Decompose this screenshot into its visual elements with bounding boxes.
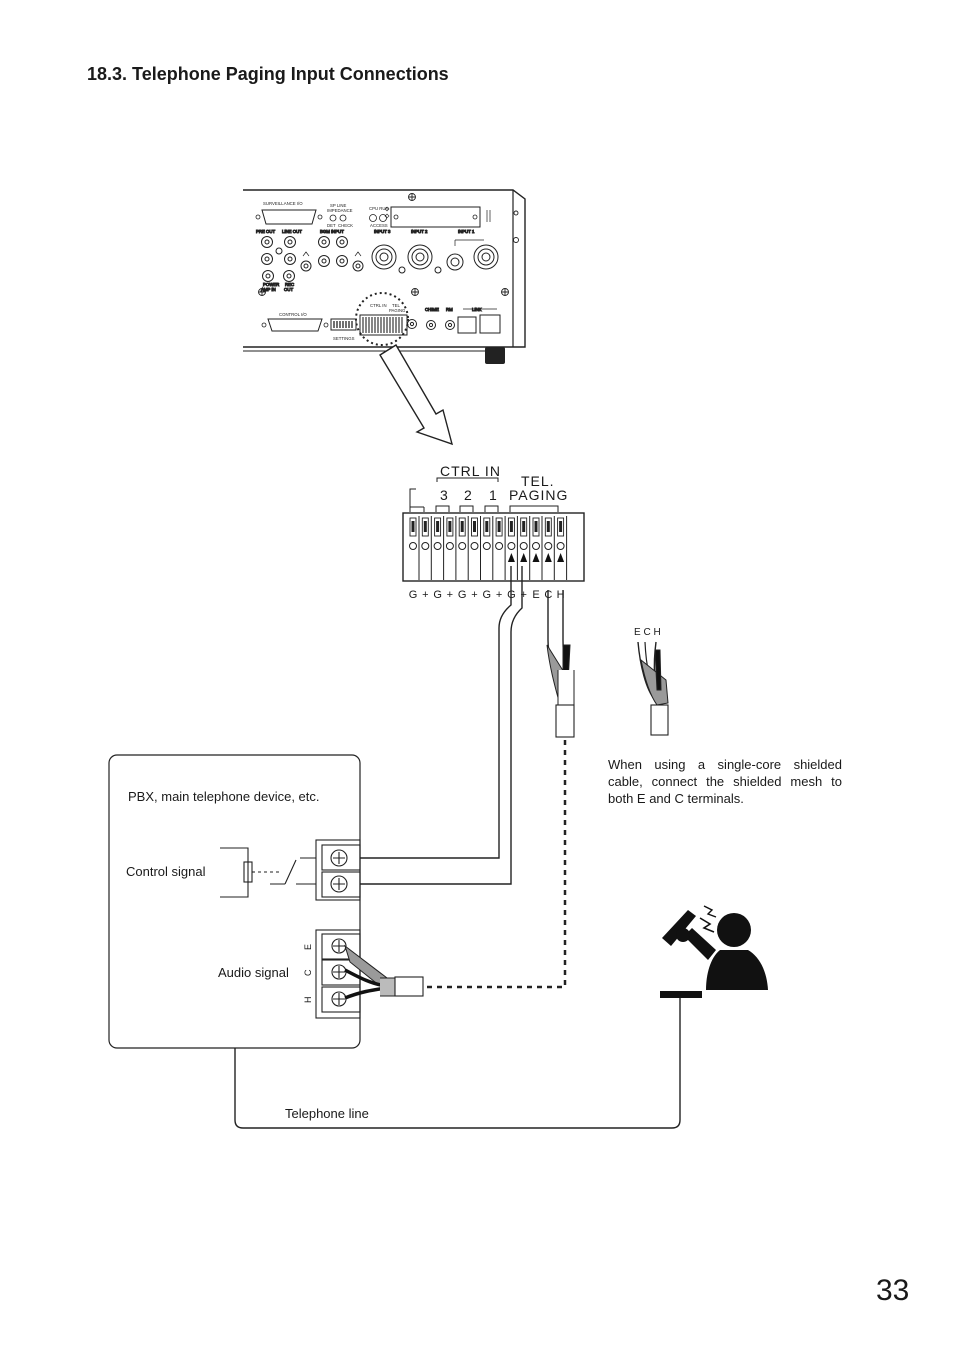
- pbx-device: PBX, main telephone device, etc. Control…: [108, 754, 424, 1049]
- terminal-label: +: [471, 589, 477, 601]
- terminal-slot: [556, 516, 568, 580]
- cpu-run-indicator: CPU RUN ACCESS: [369, 206, 390, 228]
- svg-text:SP LINE: SP LINE: [330, 203, 347, 208]
- terminal-slot: [532, 516, 543, 580]
- rear-terminal-block: CTRL IN TEL PAGING: [355, 292, 409, 346]
- terminal-label: +: [422, 589, 428, 601]
- single-core-cable-detail: E C H: [634, 627, 669, 736]
- audio-terminal-block: [315, 929, 361, 1019]
- svg-text:CONTROL I/O: CONTROL I/O: [279, 312, 307, 317]
- terminal-label: +: [447, 589, 453, 601]
- svg-text:INPUT 2: INPUT 2: [411, 229, 428, 234]
- tel-paging-cable: [546, 590, 575, 738]
- ech-label: E C H: [634, 627, 661, 638]
- terminal-slot: [470, 516, 481, 580]
- xlr-inputs: INPUT 3 INPUT 2 INPUT 1: [371, 229, 499, 274]
- svg-text:CHIME: CHIME: [425, 307, 439, 312]
- rear-panel: SURVEILLANCE I/O SP LINE IMPEDANCE DET C…: [243, 189, 526, 364]
- ctrl-number-1: 1: [489, 487, 497, 503]
- svg-text:BGM INPUT: BGM INPUT: [320, 229, 344, 234]
- svg-text:RM: RM: [446, 307, 453, 312]
- terminal-label: E: [532, 589, 539, 601]
- terminal-slot: [495, 516, 506, 580]
- terminal-slot: [507, 516, 518, 580]
- svg-text:CHECK: CHECK: [338, 223, 353, 228]
- relay-contact-symbol: [220, 847, 316, 898]
- terminal-slot: [433, 516, 445, 580]
- svg-text:DET: DET: [327, 223, 336, 228]
- audio-term-e: E: [303, 944, 313, 950]
- svg-text:CPU RUN: CPU RUN: [369, 206, 389, 211]
- control-terminal-block: [315, 839, 361, 901]
- ctrl-in-label: CTRL IN: [440, 463, 501, 479]
- option-slot: [390, 206, 491, 228]
- wire-arrow: [544, 553, 552, 562]
- svg-text:TEL: TEL: [392, 303, 400, 308]
- audio-cable-end: [344, 944, 424, 1000]
- person-phone-icon: [660, 905, 768, 998]
- terminal-slot: [458, 516, 469, 580]
- audio-cable-dashed: [427, 740, 567, 989]
- tel-label: TEL.: [521, 473, 555, 489]
- telephone-line: Telephone line: [234, 998, 681, 1129]
- control-signal-label: Control signal: [126, 864, 206, 879]
- wire-arrow: [520, 553, 528, 562]
- terminal-slot: [482, 516, 494, 580]
- svg-text:PRE OUT: PRE OUT: [256, 229, 275, 234]
- audio-signal-label: Audio signal: [218, 965, 289, 980]
- svg-text:SURVEILLANCE I/O: SURVEILLANCE I/O: [263, 201, 303, 206]
- audio-term-c: C: [303, 969, 313, 976]
- telephone-line-label: Telephone line: [285, 1106, 369, 1121]
- sp-line-impedance: SP LINE IMPEDANCE DET CHECK: [327, 203, 353, 228]
- wire-arrow: [557, 553, 565, 562]
- terminal-label: H: [557, 589, 565, 601]
- paging-label: PAGING: [509, 487, 568, 503]
- terminal-slot: [409, 516, 420, 580]
- settings-dip-switch: SETTINGS: [330, 318, 357, 341]
- bgm-input-jacks: BGM INPUT: [300, 229, 364, 272]
- surveillance-connector: SURVEILLANCE I/O: [255, 201, 323, 225]
- svg-text:AMP IN: AMP IN: [261, 287, 276, 292]
- control-io-connector: CONTROL I/O: [261, 312, 329, 332]
- svg-text:INPUT 1: INPUT 1: [458, 229, 475, 234]
- terminal-label: G: [483, 589, 492, 601]
- audio-term-h: H: [303, 997, 313, 1004]
- wire-arrow: [507, 553, 515, 562]
- terminal-label: +: [520, 589, 526, 601]
- terminal-label: G: [409, 589, 418, 601]
- ctrl-number-3: 3: [440, 487, 448, 503]
- terminal-slot: [421, 516, 432, 580]
- svg-text:LINK: LINK: [472, 307, 482, 312]
- svg-text:LINE OUT: LINE OUT: [282, 229, 302, 234]
- terminal-slot: [445, 516, 457, 580]
- control-signal-wires: [360, 566, 523, 885]
- pbx-title: PBX, main telephone device, etc.: [128, 789, 320, 804]
- svg-text:OUT: OUT: [284, 287, 293, 292]
- svg-text:SETTINGS: SETTINGS: [333, 336, 355, 341]
- ctrl-number-2: 2: [464, 487, 472, 503]
- svg-text:POWER: POWER: [263, 282, 279, 287]
- chime-rm-link: CHIME RM LINK: [407, 307, 501, 334]
- output-jacks: PRE OUT LINE OUT POWER AMP IN REC OUT: [256, 229, 303, 293]
- section-heading: 18.3. Telephone Paging Input Connections: [87, 64, 449, 84]
- terminal-label: +: [496, 589, 502, 601]
- terminal-slot: [544, 516, 555, 580]
- svg-text:IMPEDANCE: IMPEDANCE: [327, 208, 353, 213]
- svg-text:CTRL IN: CTRL IN: [370, 303, 387, 308]
- svg-text:INPUT 3: INPUT 3: [374, 229, 391, 234]
- terminal-label: G: [458, 589, 467, 601]
- wire-arrow: [532, 553, 540, 562]
- svg-text:PAGING: PAGING: [389, 308, 406, 313]
- panel-screws: [258, 193, 519, 296]
- zoom-arrow: [379, 344, 454, 446]
- svg-text:ACCESS: ACCESS: [370, 223, 388, 228]
- page-number: 33: [876, 1274, 910, 1307]
- svg-text:REC: REC: [285, 282, 294, 287]
- shielded-cable-note: When using a single-core shielded cable,…: [608, 757, 842, 806]
- terminal-slot: [519, 516, 531, 580]
- terminal-label: G: [433, 589, 442, 601]
